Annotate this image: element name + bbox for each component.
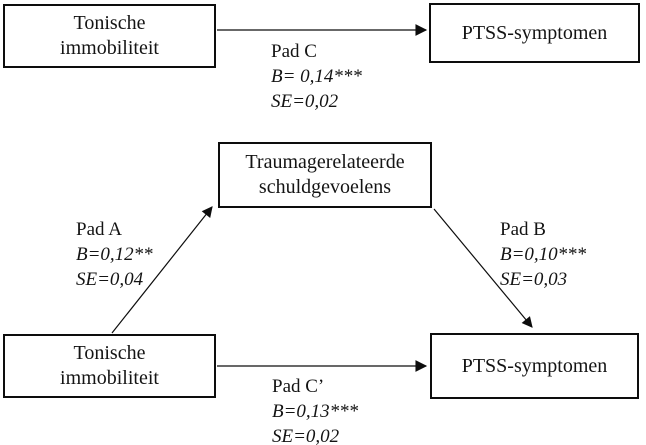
mediator-box: Traumagerelateerde schuldgevoelens	[218, 142, 432, 208]
predictor-label-line1: Tonische	[73, 12, 146, 34]
predictor-label-line1: Tonische	[73, 342, 146, 364]
mediator-label-line1: Traumagerelateerde	[245, 151, 405, 173]
outcome-label: PTSS-symptomen	[461, 354, 608, 377]
path-a-name: Pad A	[76, 219, 122, 240]
outcome-box-total-effect: PTSS-symptomen	[429, 3, 640, 63]
path-a-label: Pad A B=0,12** SE=0,04	[76, 217, 153, 292]
path-b-label: Pad B B=0,10*** SE=0,03	[500, 217, 586, 292]
outcome-label: PTSS-symptomen	[461, 21, 608, 44]
path-a-coefficient: B=0,12**	[76, 244, 153, 265]
path-b-name: Pad B	[500, 219, 546, 240]
outcome-box-mediation: PTSS-symptomen	[430, 333, 639, 399]
predictor-label-line2: immobiliteit	[60, 37, 159, 59]
path-c-standard-error: SE=0,02	[271, 91, 339, 112]
path-c-name: Pad C	[271, 41, 317, 62]
path-c-prime-label: Pad C’ B=0,13*** SE=0,02	[272, 374, 358, 445]
path-c-label: Pad C B= 0,14*** SE=0,02	[271, 39, 362, 114]
path-b-standard-error: SE=0,03	[500, 269, 568, 290]
path-b-coefficient: B=0,10***	[500, 244, 587, 265]
predictor-label-line2: immobiliteit	[60, 367, 159, 389]
path-c-coefficient: B= 0,14***	[271, 66, 362, 87]
predictor-box-mediation: Tonische immobiliteit	[3, 334, 216, 398]
path-c-prime-standard-error: SE=0,02	[272, 426, 340, 445]
path-c-prime-coefficient: B=0,13***	[272, 401, 359, 422]
mediator-label-line2: schuldgevoelens	[258, 176, 392, 198]
path-c-prime-name: Pad C’	[272, 376, 325, 397]
path-a-standard-error: SE=0,04	[76, 269, 144, 290]
predictor-box-total-effect: Tonische immobiliteit	[3, 4, 216, 68]
